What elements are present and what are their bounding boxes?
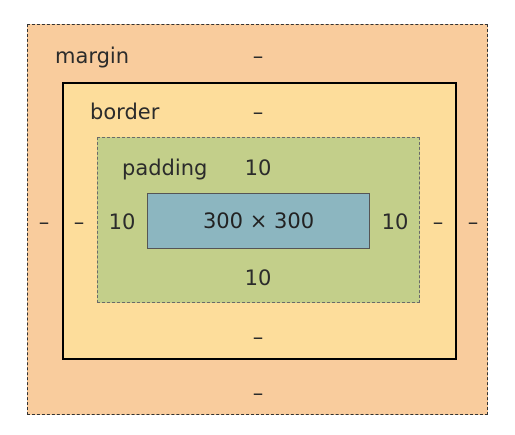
margin-label: margin [55,44,130,68]
padding-top-value[interactable]: 10 [244,156,272,180]
margin-top-value[interactable]: – [252,44,264,68]
content-box[interactable]: 300 × 300 [147,193,370,249]
padding-left-value[interactable]: 10 [108,210,136,234]
border-left-value[interactable]: – [73,210,85,234]
border-top-value[interactable]: – [252,100,264,124]
margin-left-value[interactable]: – [38,210,50,234]
margin-bottom-value[interactable]: – [252,381,264,405]
border-right-value[interactable]: – [432,210,444,234]
border-label: border [90,100,160,124]
padding-right-value[interactable]: 10 [381,210,409,234]
content-size-label: 300 × 300 [202,209,315,233]
padding-label: padding [122,156,208,180]
border-bottom-value[interactable]: – [252,325,264,349]
padding-bottom-value[interactable]: 10 [244,266,272,290]
margin-right-value[interactable]: – [467,210,479,234]
